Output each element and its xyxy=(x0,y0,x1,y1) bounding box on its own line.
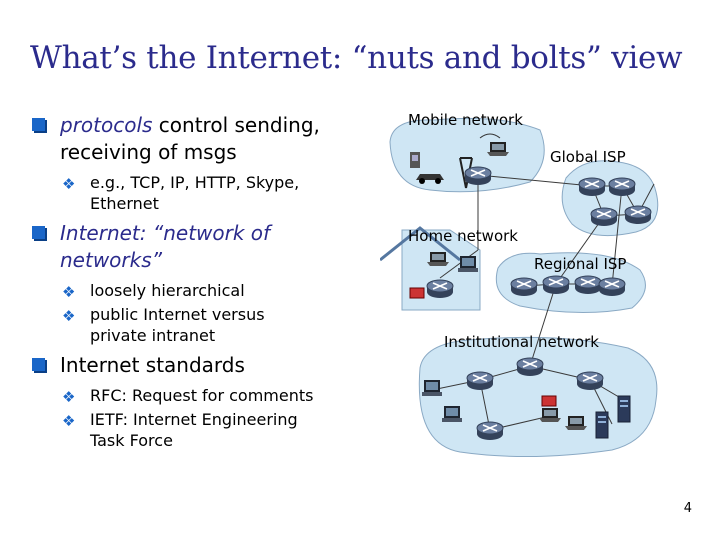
home-laptop-icon xyxy=(427,252,449,266)
bullet-standards-text: Internet standards xyxy=(60,353,245,377)
mobile-network-label: Mobile network xyxy=(408,111,523,129)
institutional-laptop-icon xyxy=(565,416,587,430)
home-router-icon xyxy=(426,279,454,299)
diamond-bullet-icon: ❖ xyxy=(62,307,76,325)
regional-isp-router-icon xyxy=(510,277,538,297)
institutional-router-icon xyxy=(516,357,544,377)
network-diagram: Mobile network Global ISP Home network R… xyxy=(380,111,659,458)
bullet-standards: Internet standards xyxy=(28,352,373,379)
global-isp-router-icon xyxy=(578,177,606,197)
subbullet-eg: ❖ e.g., TCP, IP, HTTP, Skype, Ethernet xyxy=(28,172,373,214)
subbullet-eg-line2: Ethernet xyxy=(90,194,159,213)
subbullet-rfc-text: RFC: Request for comments xyxy=(90,386,314,405)
bullet-protocols-line2: receiving of msgs xyxy=(60,140,237,164)
bullet-list: protocols control sending, receiving of … xyxy=(28,112,373,454)
slide-title: What’s the Internet: “nuts and bolts” vi… xyxy=(30,40,683,76)
regional-isp-cloud xyxy=(495,252,646,314)
square-bullet-icon xyxy=(32,118,45,131)
regional-isp-router-icon xyxy=(542,275,570,295)
square-bullet-icon xyxy=(32,358,45,371)
institutional-router-icon xyxy=(466,371,494,391)
bullet-protocols: protocols control sending, receiving of … xyxy=(28,112,373,166)
diamond-bullet-icon: ❖ xyxy=(62,412,76,430)
bullet-internet: Internet: “network of networks” xyxy=(28,220,373,274)
mobile-router-icon xyxy=(464,166,492,186)
home-pc-icon xyxy=(458,256,478,272)
bullet-protocols-emph: protocols xyxy=(60,113,153,137)
institutional-router-icon xyxy=(476,421,504,441)
regional-isp-label: Regional ISP xyxy=(534,255,626,273)
diamond-bullet-icon: ❖ xyxy=(62,388,76,406)
global-isp-label: Global ISP xyxy=(550,148,626,166)
mobile-laptop-icon xyxy=(487,142,509,156)
mobile-network-cloud xyxy=(389,117,545,193)
subbullet-eg-line1: e.g., TCP, IP, HTTP, Skype, xyxy=(90,173,300,192)
subbullet-hierarchical-text: loosely hierarchical xyxy=(90,281,245,300)
institutional-laptop-icon xyxy=(539,408,561,422)
wireless-signal-icon xyxy=(479,133,501,139)
subbullet-ietf-line1: IETF: Internet Engineering xyxy=(90,410,298,429)
subbullet-hierarchical: ❖ loosely hierarchical xyxy=(28,280,373,301)
institutional-router-icon xyxy=(576,371,604,391)
institutional-pc-icon xyxy=(442,406,462,422)
bullet-internet-emph2: networks” xyxy=(60,248,163,272)
diamond-bullet-icon: ❖ xyxy=(62,175,76,193)
regional-isp-router-icon xyxy=(574,275,602,295)
global-isp-router-icon xyxy=(608,177,636,197)
home-wireless-ap-icon xyxy=(409,287,425,299)
institutional-network-label: Institutional network xyxy=(444,333,599,351)
institutional-server-icon xyxy=(595,411,609,439)
bullet-protocols-text: control sending, xyxy=(152,113,320,137)
regional-isp-router-icon xyxy=(598,277,626,297)
institutional-server-icon xyxy=(617,395,631,423)
subbullet-rfc: ❖ RFC: Request for comments xyxy=(28,385,373,406)
subbullet-public-line1: public Internet versus xyxy=(90,305,265,324)
institutional-wireless-ap-icon xyxy=(541,395,557,407)
subbullet-public: ❖ public Internet versus private intrane… xyxy=(28,304,373,346)
subbullet-ietf-line2: Task Force xyxy=(90,431,173,450)
subbullet-public-line2: private intranet xyxy=(90,326,216,345)
global-isp-router-icon xyxy=(590,207,618,227)
home-network-label: Home network xyxy=(408,227,518,245)
car-icon xyxy=(416,174,444,184)
subbullet-ietf: ❖ IETF: Internet Engineering Task Force xyxy=(28,409,373,451)
diamond-bullet-icon: ❖ xyxy=(62,283,76,301)
mobile-phone-icon xyxy=(410,152,420,168)
institutional-pc-icon xyxy=(422,380,442,396)
square-bullet-icon xyxy=(32,226,45,239)
page-number: 4 xyxy=(683,501,692,516)
bullet-internet-emph: Internet: “network of xyxy=(60,221,271,245)
global-isp-router-icon xyxy=(624,205,652,225)
